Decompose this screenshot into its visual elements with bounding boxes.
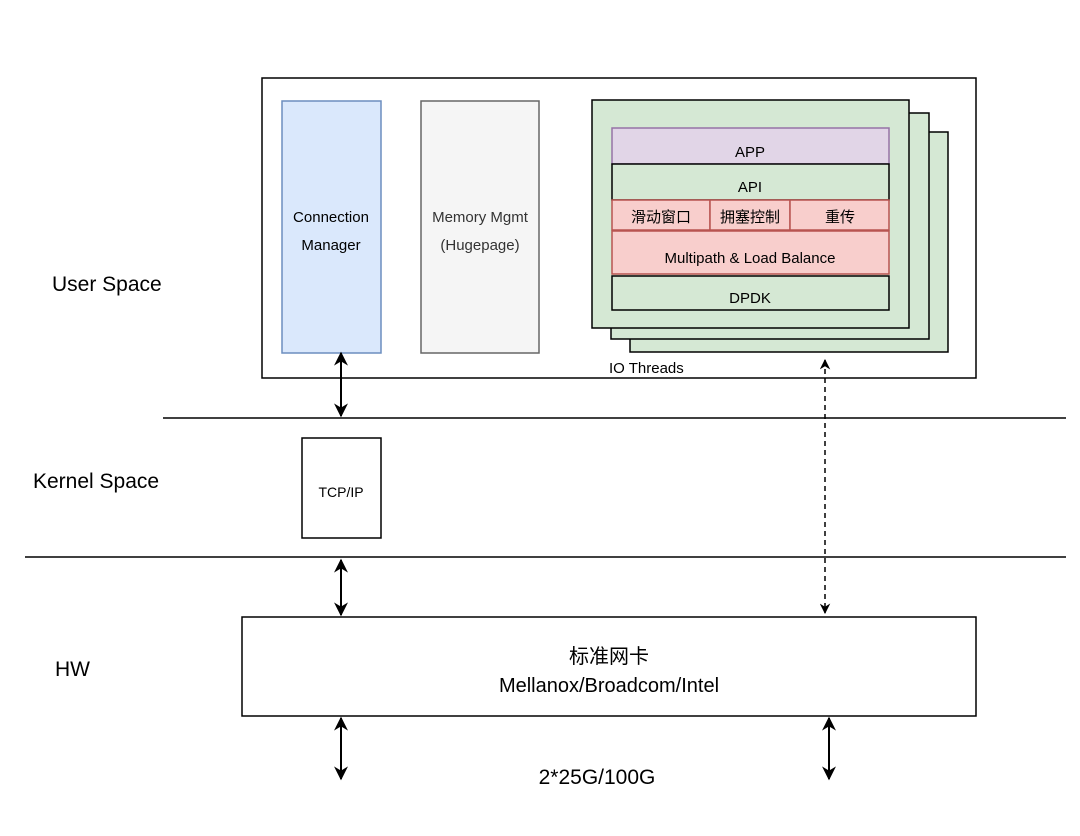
congestion-control-cell — [709, 199, 791, 231]
api-layer-label: API — [738, 179, 762, 196]
memory-mgmt-box — [420, 100, 540, 354]
connection-manager-label-line2: Manager — [301, 237, 360, 254]
memory-mgmt-label-line2: (Hugepage) — [440, 237, 519, 254]
app-layer — [611, 127, 890, 165]
nic-label-line1: 标准网卡 — [569, 645, 649, 668]
kernel-space-label: Kernel Space — [33, 470, 159, 493]
hw-label: HW — [55, 658, 90, 681]
sliding-window-label: 滑动窗口 — [631, 208, 691, 226]
multipath-layer — [611, 230, 890, 275]
dpdk-layer — [611, 275, 890, 311]
connection-manager-box — [281, 100, 382, 354]
api-layer — [611, 163, 890, 201]
tcpip-label: TCP/IP — [318, 484, 363, 500]
link-speed-label: 2*25G/100G — [539, 766, 656, 789]
sliding-window-cell — [611, 199, 711, 231]
retransmit-label: 重传 — [825, 209, 855, 226]
app-layer-label: APP — [735, 144, 765, 161]
user-space-label: User Space — [52, 273, 162, 296]
congestion-control-label: 拥塞控制 — [720, 208, 780, 226]
multipath-layer-label: Multipath & Load Balance — [665, 250, 836, 267]
tcpip-box — [301, 437, 382, 539]
io-threads-label: IO Threads — [609, 360, 684, 377]
retransmit-cell — [789, 199, 890, 231]
connection-manager-label-line1: Connection — [293, 209, 369, 226]
dpdk-layer-label: DPDK — [729, 290, 771, 307]
nic-box — [241, 616, 977, 717]
nic-label-line2: Mellanox/Broadcom/Intel — [499, 675, 719, 697]
memory-mgmt-label-line1: Memory Mgmt — [432, 209, 529, 226]
